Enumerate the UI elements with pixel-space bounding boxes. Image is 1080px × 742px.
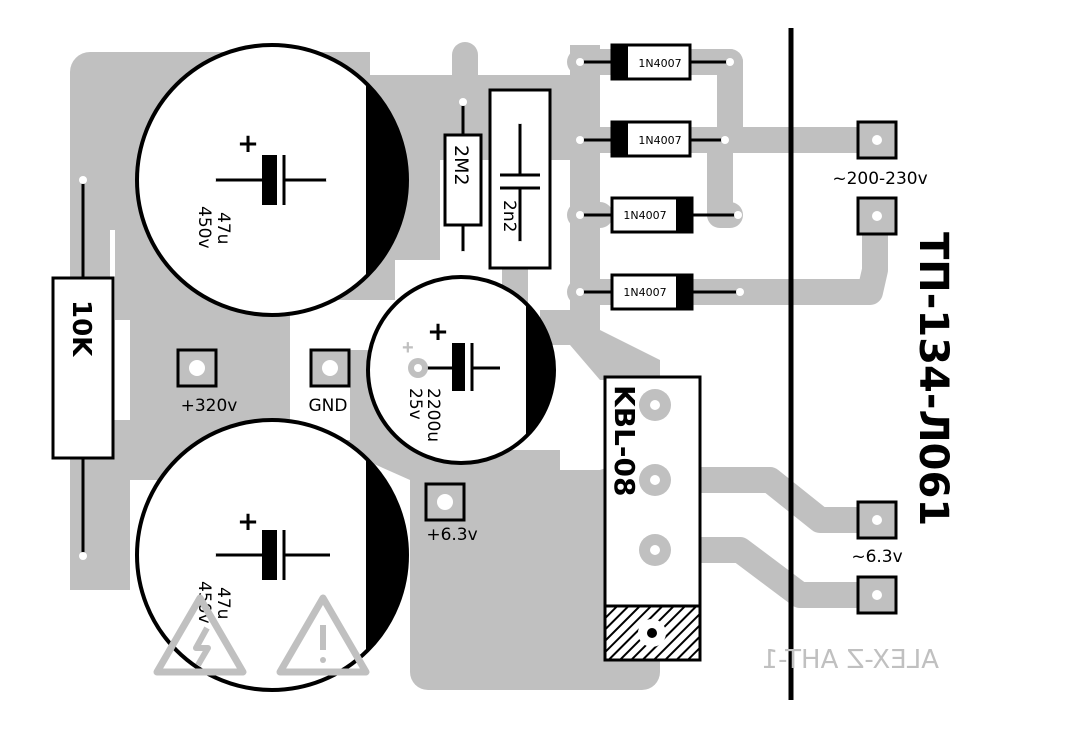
diode-d1-label: 1N4007	[638, 57, 681, 70]
pad-ac-out: ~6.3v	[851, 500, 903, 615]
capacitor-2n2-label: 2n2	[499, 200, 519, 232]
c1-voltage-label: 450v	[194, 206, 214, 249]
resistor-10k: 10K	[51, 176, 115, 560]
pad-ac-in-label: ~200-230v	[832, 169, 927, 189]
diode-d2: 1N4007	[576, 120, 729, 158]
c1-polarity-plus: +	[237, 129, 259, 159]
diode-d3-label: 1N4007	[623, 209, 666, 222]
diode-d2-label: 1N4007	[638, 134, 681, 147]
high-voltage-warning-icon	[153, 594, 247, 676]
diode-d4: 1N4007	[576, 273, 744, 311]
resistor-2m2-label: 2M2	[450, 145, 472, 186]
pad-plus320-label: +320v	[181, 396, 238, 416]
pad-ac-out-label: ~6.3v	[851, 547, 902, 567]
capacitor-c3: + + 2200u 25v	[366, 275, 556, 465]
c3-polarity-plus: +	[427, 317, 449, 347]
pad-gnd: GND	[309, 348, 351, 416]
c2-capacitance-label: 47u	[213, 587, 233, 619]
capacitor-c2: + 47u 450v	[135, 418, 409, 692]
c1-capacitance-label: 47u	[213, 212, 233, 244]
bridge-rectifier: KBL-08	[603, 375, 702, 662]
diode-d4-label: 1N4007	[623, 286, 666, 299]
pad-plus63-label: +6.3v	[426, 525, 477, 545]
diode-d3: 1N4007	[576, 196, 742, 234]
c3-capacitance-label: 2200u	[423, 388, 443, 442]
resistor-2m2: 2M2	[443, 98, 483, 259]
c2-polarity-plus: +	[237, 507, 259, 537]
c3-voltage-label: 25v	[405, 388, 425, 420]
pad-plus63: +6.3v	[424, 482, 478, 545]
caution-warning-icon	[276, 594, 370, 676]
capacitor-c1: + 47u 450v	[135, 43, 409, 317]
pad-gnd-label: GND	[309, 396, 348, 416]
pad-plus320: +320v	[176, 348, 238, 416]
bridge-label: KBL-08	[608, 385, 641, 496]
board-title: ТП-134-Л061	[910, 232, 956, 526]
capacitor-2n2: 2n2	[488, 88, 552, 270]
diode-d1: 1N4007	[576, 43, 734, 81]
svg-text:+: +	[402, 337, 414, 359]
resistor-10k-label: 10K	[66, 300, 96, 357]
author-signature: ALEX-Z AHT-1	[762, 645, 939, 675]
pad-ac-in: ~200-230v	[832, 120, 928, 236]
